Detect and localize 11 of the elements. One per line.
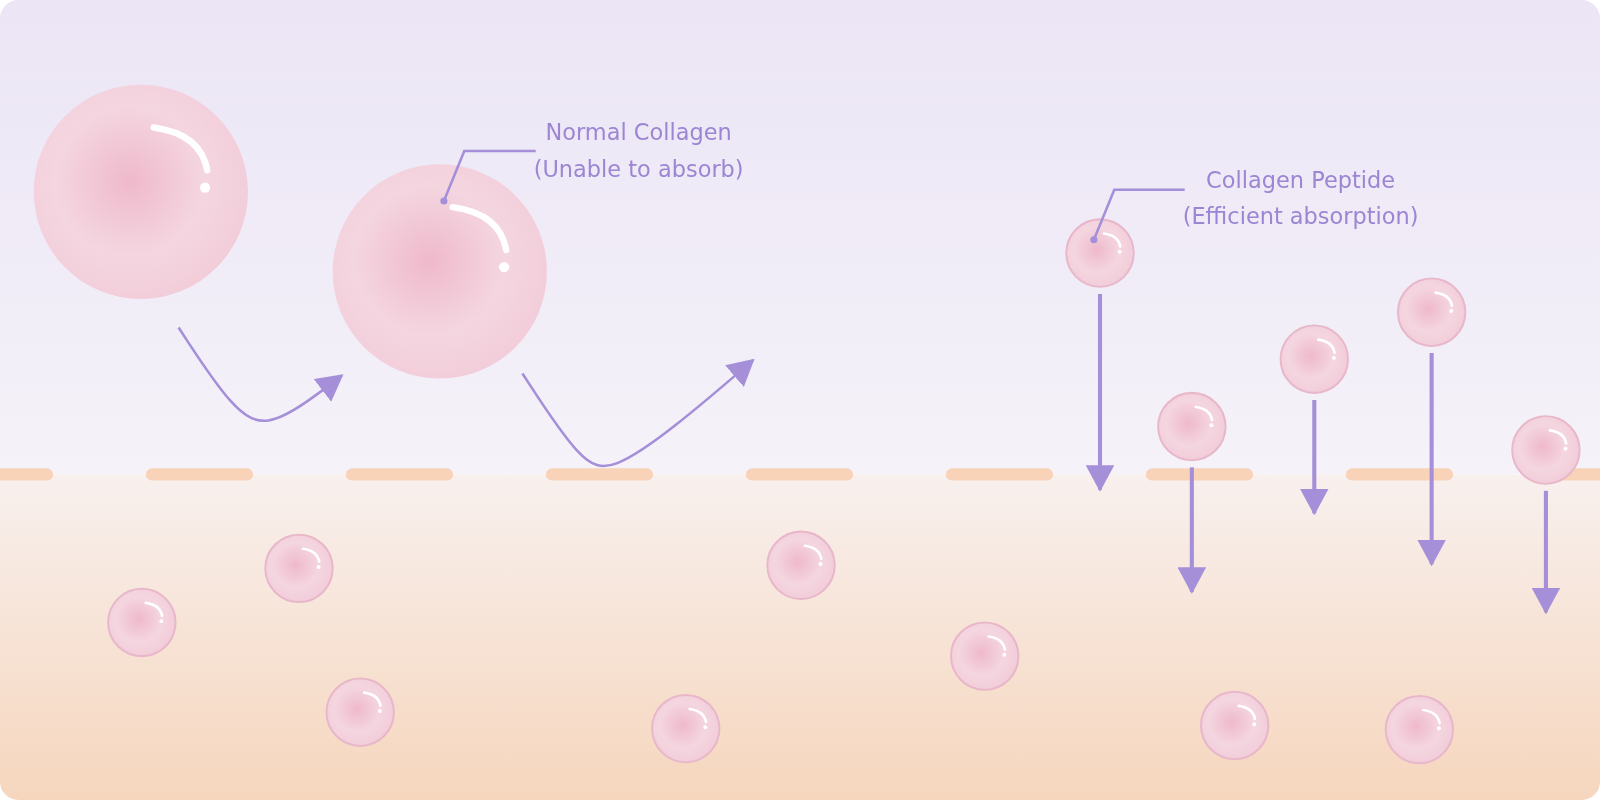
arrow bbox=[1531, 490, 1561, 615]
arrow bbox=[1300, 400, 1329, 516]
callout-text: (Unable to absorb) bbox=[533, 155, 744, 184]
arrow bbox=[1085, 293, 1115, 492]
arrow bbox=[1177, 467, 1207, 594]
leader-line bbox=[440, 149, 536, 205]
callout-text: Collagen Peptide bbox=[1206, 166, 1396, 195]
leader-line bbox=[1090, 188, 1185, 244]
callout-text: (Efficient absorption) bbox=[1182, 203, 1419, 232]
callout-text: Normal Collagen bbox=[545, 118, 732, 147]
arrow bbox=[1417, 353, 1446, 567]
